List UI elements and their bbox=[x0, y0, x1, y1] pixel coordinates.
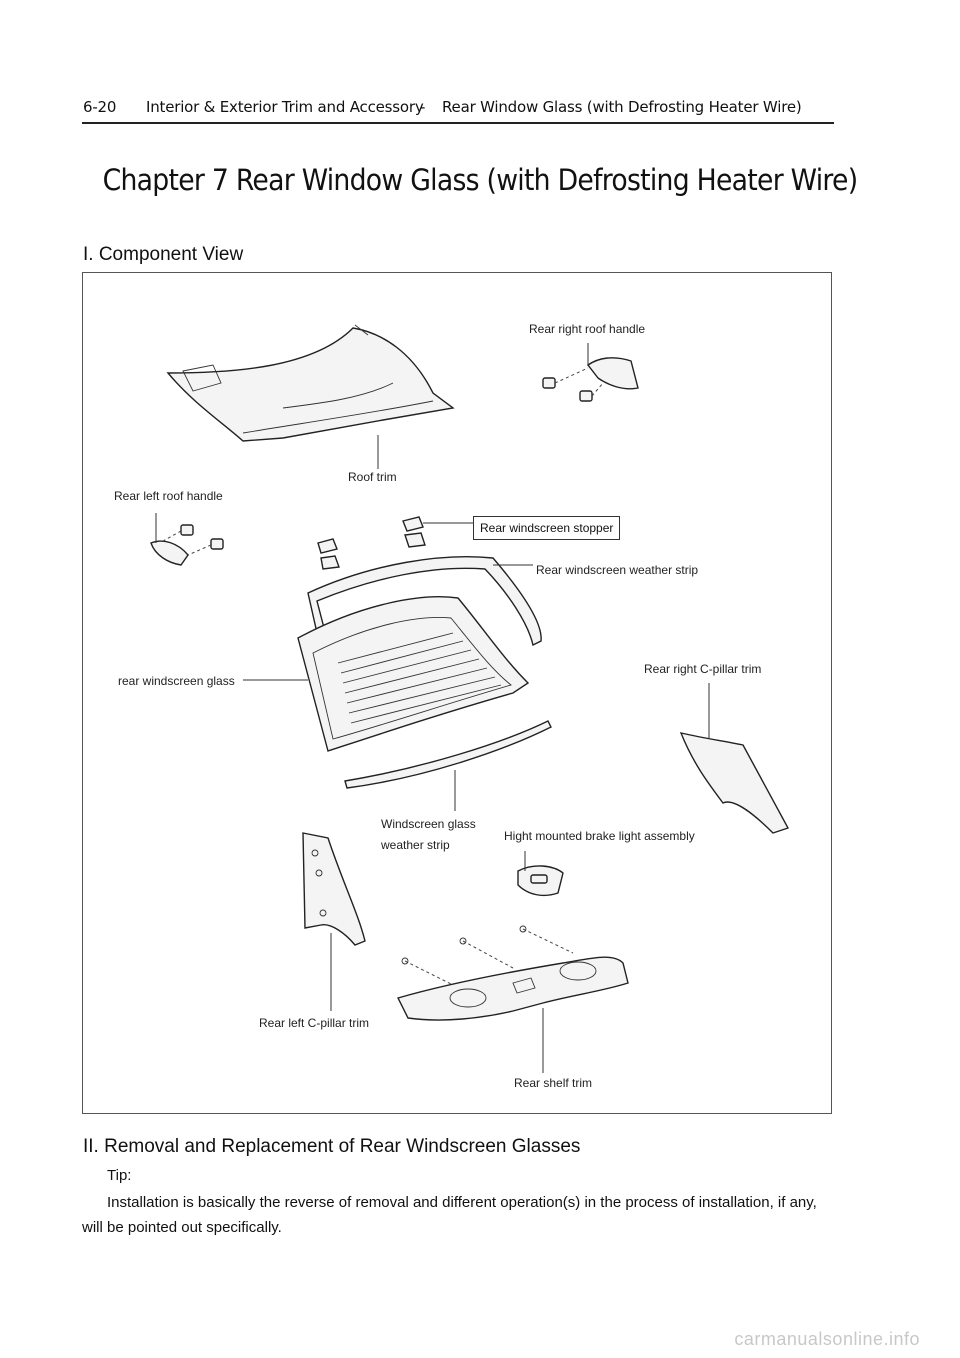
label-windscreen-glass-weather-strip: Windscreen glass weather strip bbox=[381, 814, 476, 856]
label-rear-windscreen-weather-strip: Rear windscreen weather strip bbox=[536, 563, 699, 577]
tip-text-line1: Installation is basically the reverse of… bbox=[107, 1194, 817, 1211]
component-diagram: Rear right roof handle Roof trim Rear le… bbox=[82, 272, 832, 1114]
rear-windscreen-glass-part bbox=[297, 596, 530, 752]
header-section: Interior & Exterior Trim and Accessory bbox=[146, 98, 424, 116]
label-rear-left-c-pillar-trim: Rear left C-pillar trim bbox=[259, 1016, 370, 1030]
section-heading-removal: II. Removal and Replacement of Rear Wind… bbox=[83, 1136, 581, 1157]
page-number: 6-20 bbox=[83, 98, 117, 116]
label-rear-windscreen-glass: rear windscreen glass bbox=[118, 674, 235, 688]
label-rear-left-roof-handle: Rear left roof handle bbox=[114, 489, 223, 503]
label-brake-light-assembly: Hight mounted brake light assembly bbox=[504, 829, 695, 843]
windscreen-glass-weather-strip-part bbox=[344, 720, 552, 789]
rear-shelf-trim-part bbox=[396, 925, 629, 1021]
rear-right-roof-handle-part bbox=[542, 357, 639, 402]
label-windscreen-glass-weather-strip-line1: Windscreen glass bbox=[381, 817, 476, 831]
label-rear-windscreen-stopper: Rear windscreen stopper bbox=[473, 516, 621, 540]
label-rear-shelf-trim: Rear shelf trim bbox=[514, 1076, 593, 1090]
rear-left-roof-handle-part bbox=[150, 524, 224, 566]
label-roof-trim: Roof trim bbox=[348, 470, 397, 484]
header-subject: Rear Window Glass (with Defrosting Heate… bbox=[442, 98, 802, 116]
diagram-drawing bbox=[150, 324, 790, 1073]
label-rear-right-roof-handle: Rear right roof handle bbox=[529, 322, 646, 336]
defrost-heater-wires bbox=[337, 632, 502, 724]
chapter-title: Chapter 7 Rear Window Glass (with Defros… bbox=[102, 163, 859, 197]
header-rule bbox=[82, 122, 834, 124]
rear-right-c-pillar-trim-part bbox=[679, 732, 790, 834]
brake-light-assembly-part bbox=[517, 865, 564, 897]
rear-windscreen-stopper-parts bbox=[317, 516, 426, 570]
tip-text-line2: will be pointed out specifically. bbox=[82, 1219, 282, 1236]
watermark: carmanualsonline.info bbox=[734, 1329, 920, 1349]
section-heading-component-view: I. Component View bbox=[83, 244, 244, 265]
header-separator: - bbox=[420, 98, 426, 116]
tip-label: Tip: bbox=[107, 1167, 132, 1184]
label-windscreen-glass-weather-strip-line2: weather strip bbox=[381, 838, 450, 852]
label-rear-right-c-pillar-trim: Rear right C-pillar trim bbox=[644, 662, 762, 676]
roof-trim-part bbox=[166, 324, 455, 442]
rear-left-c-pillar-trim-part bbox=[302, 832, 366, 946]
